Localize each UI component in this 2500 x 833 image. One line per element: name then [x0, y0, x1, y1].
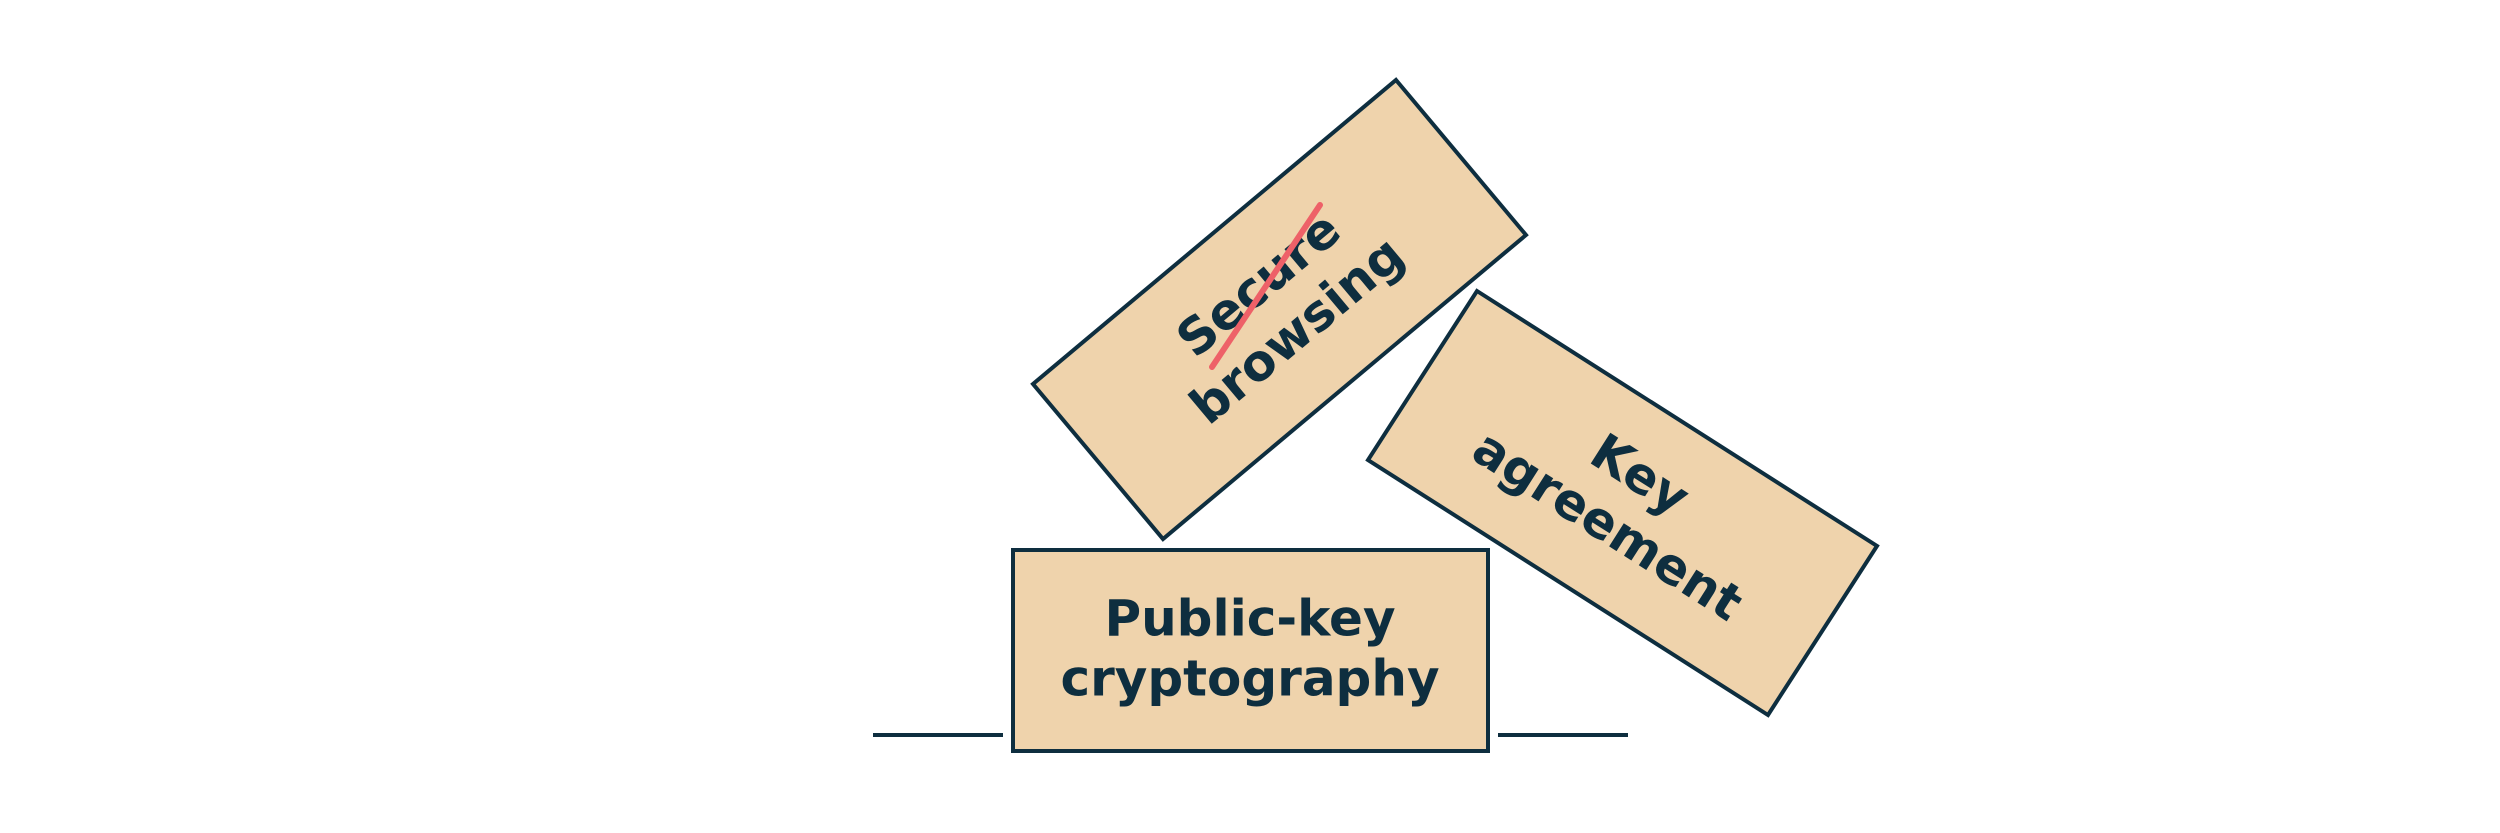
- block-secure-browsing: Secure browsing: [1030, 77, 1529, 542]
- block-public-key-rect: [1011, 548, 1490, 753]
- block-secure-browsing-rect: [1030, 77, 1529, 542]
- block-public-key-line2: cryptography: [1060, 650, 1439, 708]
- block-key-agreement-rect: [1365, 288, 1880, 718]
- block-public-key-cryptography: Public-key cryptography: [1011, 548, 1490, 753]
- block-public-key-line1: Public-key: [1104, 590, 1395, 648]
- strikethrough-mark: [1209, 202, 1323, 370]
